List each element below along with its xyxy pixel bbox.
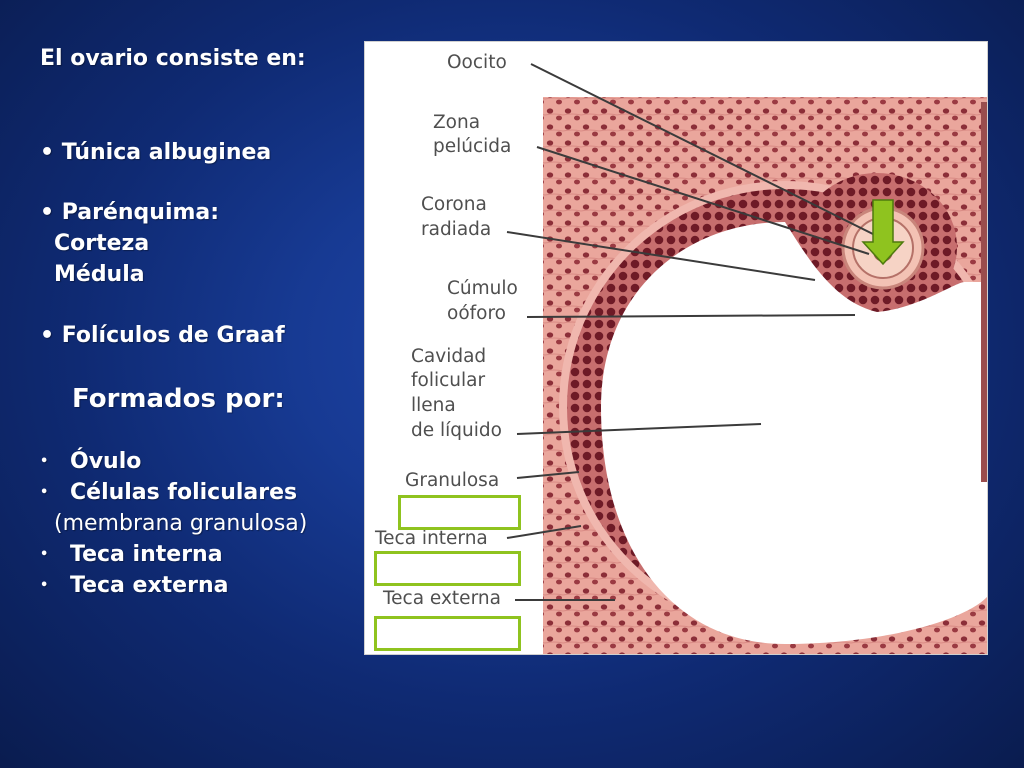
- label-zona: Zona: [433, 112, 480, 133]
- small-bullet-dot: •: [40, 485, 49, 500]
- label-cavidad: Cavidad: [411, 346, 486, 367]
- small-bullet-dot: •: [40, 454, 49, 469]
- tissue-edge: [981, 102, 987, 482]
- bullet-dot: •: [40, 323, 55, 348]
- list-item-teca-interna: • Teca interna: [40, 542, 223, 568]
- label-teca-interna: Teca interna: [374, 528, 488, 549]
- list-item-membrana-note: (membrana granulosa): [54, 511, 308, 536]
- follicle-figure: Oocito Zona pelúcida Corona radiada Cúmu…: [364, 41, 988, 655]
- label-corona: Corona: [421, 194, 487, 215]
- small-bullet-dot: •: [40, 578, 49, 593]
- follicle-illustration: Oocito Zona pelúcida Corona radiada Cúmu…: [374, 52, 987, 654]
- label-oocito: Oocito: [447, 52, 507, 73]
- arrow-down-icon: [861, 199, 905, 266]
- follicular-cavity: [601, 222, 987, 644]
- bullet-tunica-label: Túnica albuginea: [61, 140, 272, 165]
- bullet-foliculos: • Folículos de Graaf: [40, 323, 285, 349]
- label-radiada: radiada: [421, 219, 491, 240]
- list-item-celulas: • Células foliculares: [40, 480, 297, 506]
- small-bullet-dot: •: [40, 547, 49, 562]
- highlight-box-teca-interna: [374, 551, 521, 586]
- bullet-parenquima-label: Parénquima:: [61, 200, 220, 225]
- label-folicular: folicular: [411, 370, 485, 391]
- label-granulosa: Granulosa: [405, 470, 499, 491]
- leader-lines: [506, 63, 886, 601]
- label-pelucida: pelúcida: [433, 136, 511, 157]
- list-item-celulas-label: Células foliculares: [70, 480, 298, 505]
- highlight-box-teca-externa: [374, 616, 521, 651]
- slide-text: El ovario consiste en: • Túnica albugine…: [0, 0, 360, 768]
- bullet-foliculos-label: Folículos de Graaf: [61, 323, 285, 348]
- sub-item-corteza: Corteza: [54, 231, 150, 256]
- sub-item-medula: Médula: [54, 262, 145, 287]
- label-teca-externa: Teca externa: [382, 588, 501, 609]
- bullet-dot: •: [40, 140, 55, 165]
- list-item-teca-externa: • Teca externa: [40, 573, 228, 599]
- list-item-ovulo: • Óvulo: [40, 449, 141, 475]
- bullet-tunica: • Túnica albuginea: [40, 140, 271, 166]
- bullet-parenquima: • Parénquima:: [40, 200, 219, 226]
- subheading: Formados por:: [72, 384, 285, 414]
- list-item-teca-interna-label: Teca interna: [70, 542, 223, 567]
- bullet-dot: •: [40, 200, 55, 225]
- list-item-ovulo-label: Óvulo: [70, 449, 142, 474]
- list-item-teca-externa-label: Teca externa: [70, 573, 229, 598]
- highlight-box-granulosa: [398, 495, 521, 530]
- label-ooforo: oóforo: [447, 303, 506, 324]
- label-liquido: de líquido: [411, 420, 502, 441]
- label-cumulo: Cúmulo: [447, 278, 518, 299]
- slide-heading: El ovario consiste en:: [40, 46, 306, 71]
- label-llena: llena: [411, 395, 456, 416]
